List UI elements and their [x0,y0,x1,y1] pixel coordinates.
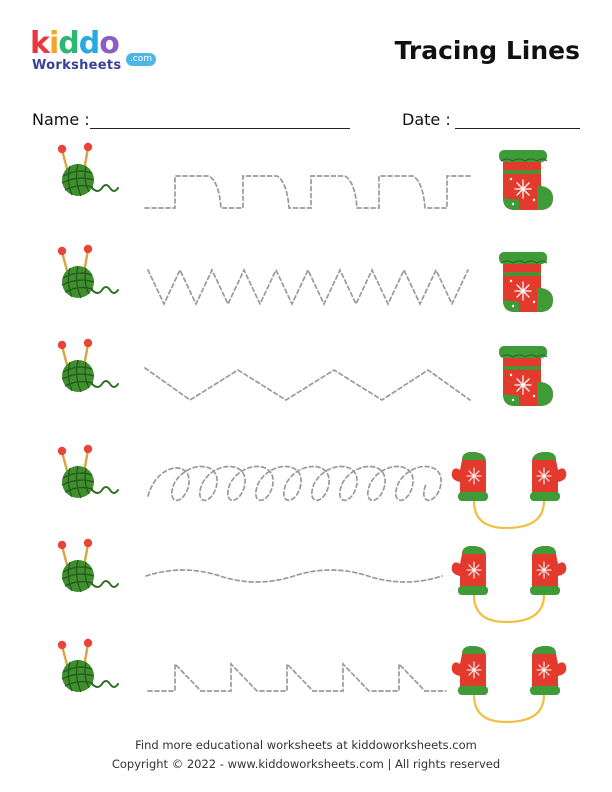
logo-letter: o [99,26,120,61]
yarn-ball-icon [56,443,120,500]
tracing-line-ramp-wave [147,661,447,692]
yarn-ball-icon [56,337,120,394]
tracing-line-square-wave [144,175,471,209]
tracing-line-wide-zigzag [144,367,471,402]
kiddo-logo: kiddo Worksheets .com [30,28,160,76]
mittens-icon [452,546,567,622]
date-label: Date : [402,110,451,129]
yarn-ball-icon [56,637,120,694]
name-label: Name : [32,110,90,129]
name-field-line[interactable] [90,128,350,129]
yarn-ball-icon [56,243,120,300]
footer-copyright: Copyright © 2022 - www.kiddoworksheets.c… [111,757,501,771]
christmas-stocking-icon [498,345,554,407]
logo-letter: d [78,26,101,61]
logo-subtitle: Worksheets [32,58,122,73]
mittens-icon [452,646,567,722]
tracing-line-loops [147,465,442,502]
tracing-line-zigzag [147,268,469,306]
yarn-ball-icon [56,141,120,198]
logo-letter: i [48,26,59,61]
date-field-line[interactable] [455,128,580,129]
logo-domain-tag: .com [126,53,157,66]
tracing-line-wave [145,569,443,583]
logo-letter: k [30,26,50,61]
logo-wordmark: kiddo [30,26,120,61]
footer-promo: Find more educational worksheets at kidd… [135,738,477,752]
logo-letter: d [58,26,80,61]
yarn-ball-icon [56,537,120,594]
christmas-stocking-icon [498,251,554,313]
worksheet-title: Tracing Lines [394,36,580,65]
mittens-icon [452,452,567,528]
christmas-stocking-icon [498,149,554,211]
